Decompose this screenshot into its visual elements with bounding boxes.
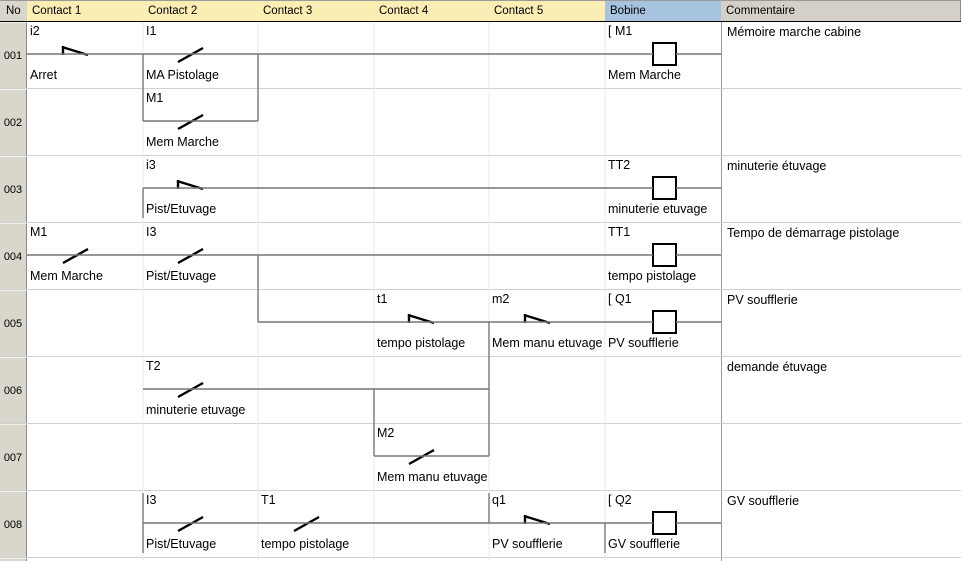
element-name: M1: [30, 225, 48, 239]
element-description: Mem manu etuvage: [492, 336, 603, 350]
row-number: 004: [0, 223, 27, 289]
column-header-coil[interactable]: Bobine: [605, 0, 722, 21]
coil-name: TT2: [608, 158, 631, 172]
element-description: minuterie etuvage: [146, 403, 246, 417]
element-description: Mem Marche: [146, 135, 219, 149]
row-number: 002: [0, 89, 27, 155]
column-header-contact1[interactable]: Contact 1: [27, 0, 144, 21]
element-name: M2: [377, 426, 395, 440]
element-name: t1: [377, 292, 388, 306]
column-header-contact5[interactable]: Contact 5: [489, 0, 606, 21]
element-name: T1: [261, 493, 276, 507]
comment-cell[interactable]: Mémoire marche cabine: [721, 22, 961, 88]
comment-cell[interactable]: GV soufflerie: [721, 491, 961, 557]
element-description: Pist/Etuvage: [146, 269, 217, 283]
coil-name: [ Q2: [608, 493, 632, 507]
element-name: I3: [146, 493, 157, 507]
row-number: 006: [0, 357, 27, 423]
coil-name: TT1: [608, 225, 631, 239]
element-description: MA Pistolage: [146, 68, 219, 82]
comment-cell[interactable]: Tempo de démarrage pistolage: [721, 223, 961, 289]
element-name: I3: [146, 225, 157, 239]
element-name: m2: [492, 292, 510, 306]
coil-description: PV soufflerie: [608, 336, 679, 350]
column-header-no[interactable]: No: [0, 0, 28, 21]
element-description: Arret: [30, 68, 58, 82]
coil-description: tempo pistolage: [608, 269, 697, 283]
element-description: Mem manu etuvage: [377, 470, 488, 484]
element-name: I1: [146, 24, 157, 38]
element-description: Mem Marche: [30, 269, 103, 283]
column-header-contact3[interactable]: Contact 3: [258, 0, 375, 21]
row-number: 003: [0, 156, 27, 222]
element-description: Pist/Etuvage: [146, 537, 217, 551]
element-name: i3: [146, 158, 156, 172]
row-number: 007: [0, 424, 27, 490]
element-name: T2: [146, 359, 161, 373]
coil-description: Mem Marche: [608, 68, 681, 82]
comment-cell[interactable]: [721, 89, 961, 155]
element-name: q1: [492, 493, 506, 507]
element-description: tempo pistolage: [261, 537, 350, 551]
element-description: Pist/Etuvage: [146, 202, 217, 216]
comment-cell[interactable]: demande étuvage: [721, 357, 961, 423]
comment-cell[interactable]: PV soufflerie: [721, 290, 961, 356]
comment-cell[interactable]: [721, 558, 961, 561]
comment-cell[interactable]: [721, 424, 961, 490]
column-header-comment[interactable]: Commentaire: [721, 0, 961, 21]
ladder-row[interactable]: 006 demande étuvage T2 minuterie etuvage: [0, 357, 961, 424]
element-description: PV soufflerie: [492, 537, 563, 551]
element-name: i2: [30, 24, 40, 38]
coil-name: [ M1: [608, 24, 633, 38]
row-number: 008: [0, 491, 27, 557]
column-header-contact4[interactable]: Contact 4: [374, 0, 490, 21]
coil-description: GV soufflerie: [608, 537, 681, 551]
row-number: 005: [0, 290, 27, 356]
column-header-contact2[interactable]: Contact 2: [143, 0, 259, 21]
row-number: [0, 558, 27, 561]
element-name: M1: [146, 91, 164, 105]
rung-canvas: T2 minuterie etuvage: [0, 357, 961, 423]
row-number: 001: [0, 22, 27, 88]
coil-name: [ Q1: [608, 292, 632, 306]
coil-description: minuterie etuvage: [608, 202, 708, 216]
element-description: tempo pistolage: [377, 336, 466, 350]
comment-cell[interactable]: minuterie étuvage: [721, 156, 961, 222]
